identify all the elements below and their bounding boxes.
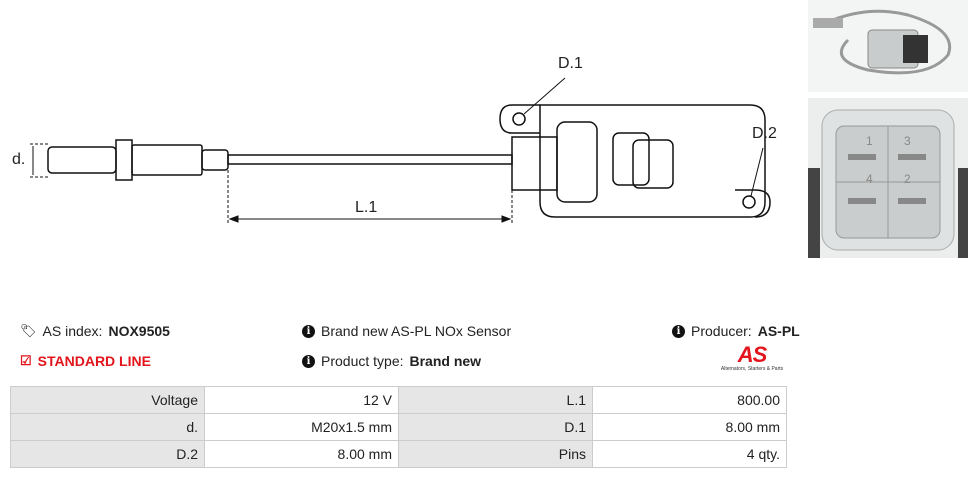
product-line-label: STANDARD LINE	[37, 353, 151, 369]
as-index: 🏷 AS index: NOX9505	[20, 323, 170, 339]
producer-value: AS-PL	[757, 323, 800, 339]
info-icon: i	[302, 354, 315, 368]
dimension-lines	[30, 77, 764, 225]
spec-name: L.1	[398, 386, 593, 414]
info-icon: i	[302, 324, 315, 338]
sensor-diagram	[30, 77, 771, 225]
logo-tagline: Alternators, Starters & Parts	[720, 366, 784, 372]
label-d1: D.1	[558, 55, 583, 72]
spec-value: 8.00 mm	[592, 413, 787, 441]
tags-icon: 🏷	[20, 323, 37, 338]
spec-name: D.2	[10, 440, 205, 468]
connector-body	[499, 104, 771, 218]
pin-number: 3	[904, 134, 911, 148]
spec-name: d.	[10, 413, 205, 441]
label-d2: D.2	[752, 125, 777, 142]
cable	[227, 154, 513, 165]
logo-mark: AS	[737, 342, 768, 367]
label-d: d.	[12, 151, 26, 168]
as-index-label: AS index:	[42, 323, 103, 339]
pin-number: 1	[866, 134, 873, 148]
spec-name: Voltage	[10, 386, 205, 414]
product-line: ☑ STANDARD LINE	[20, 353, 151, 369]
producer-label: Producer:	[691, 323, 752, 339]
spec-value: 800.00	[592, 386, 787, 414]
pin-number: 2	[904, 172, 911, 186]
as-index-value: NOX9505	[108, 323, 170, 339]
product-photo	[808, 0, 968, 92]
label-l1: L.1	[355, 199, 378, 216]
info-icon: i	[672, 324, 685, 338]
connector-pin-photo: 1 3 4 2	[808, 98, 968, 258]
spec-value: 8.00 mm	[204, 440, 399, 468]
description-text: Brand new AS-PL NOx Sensor	[321, 323, 512, 339]
as-pl-logo: AS Alternators, Starters & Parts	[712, 342, 792, 373]
spec-name: D.1	[398, 413, 593, 441]
probe	[47, 139, 229, 181]
spec-value: 12 V	[204, 386, 399, 414]
checkbox-icon: ☑	[20, 353, 32, 368]
spec-name: Pins	[398, 440, 593, 468]
spec-value: 4 qty.	[592, 440, 787, 468]
producer: i Producer: AS-PL	[672, 323, 800, 339]
product-type-value: Brand new	[409, 353, 482, 369]
description: i Brand new AS-PL NOx Sensor	[302, 323, 511, 339]
product-type: i Product type: Brand new	[302, 353, 481, 369]
spec-value: M20x1.5 mm	[204, 413, 399, 441]
pin-number: 4	[866, 172, 873, 186]
product-type-label: Product type:	[321, 353, 404, 369]
